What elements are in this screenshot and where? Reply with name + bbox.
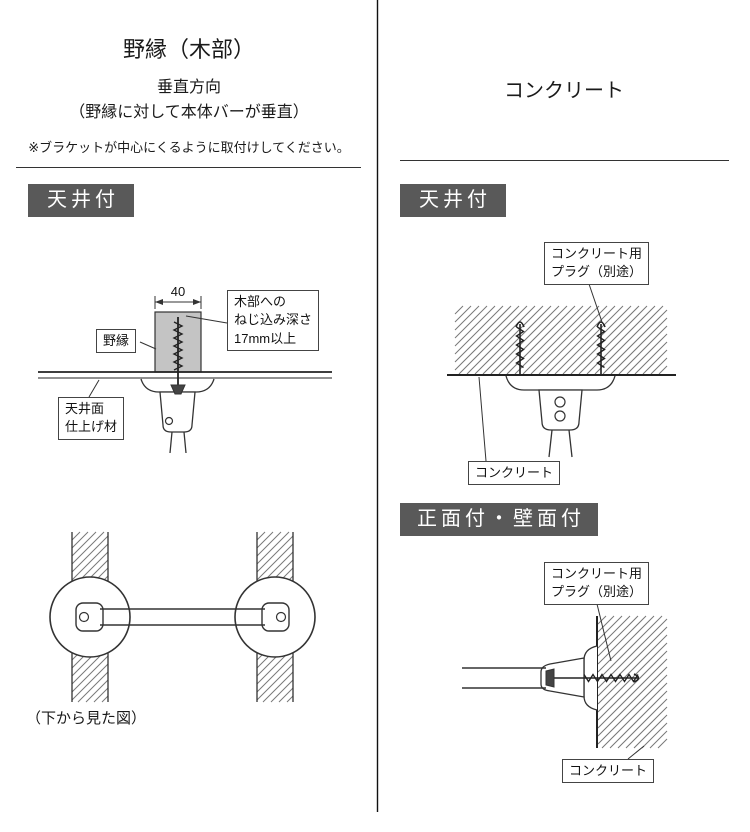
- right-column-title: コンクリート: [504, 80, 624, 102]
- leader-concrete: [478, 376, 487, 462]
- concrete-plug-label-box-ceiling: コンクリート用 プラグ（別途）: [544, 242, 650, 285]
- ceiling-finish-label-box: 天井面 仕上げ材: [58, 397, 125, 440]
- left-note: ※ブラケットが中心にくるように取付けしてください。: [28, 140, 350, 155]
- bottom-view-diagram: [49, 531, 316, 703]
- leader-ceiling-finish: [88, 379, 100, 398]
- concrete-wall-diagram: [462, 603, 668, 760]
- concrete-hatch: [597, 615, 668, 749]
- bracket-flange: [505, 375, 616, 391]
- anchor-cap: [515, 321, 525, 328]
- wall-screw-head: [545, 668, 555, 688]
- nobuchi-label-box: 野縁: [96, 329, 137, 354]
- bottom-view-caption: （下から見た図）: [26, 710, 147, 727]
- front-wall-mount-badge: 正面付・壁面付: [400, 503, 598, 536]
- bracket-body: [159, 391, 196, 433]
- bracket-socket-right: [261, 602, 290, 632]
- wall-screw-cap: [633, 673, 640, 683]
- left-subtitle-direction: 垂直方向: [156, 79, 221, 96]
- bolt-hole: [554, 396, 566, 408]
- anchor-thread: [515, 326, 525, 369]
- bracket-detail-hole: [164, 416, 174, 426]
- concrete-plug-label-box-wall: コンクリート用 プラグ（別途）: [544, 562, 650, 605]
- ceiling-mount-badge-right: 天井付: [400, 184, 506, 217]
- dim-arrow-right: [193, 299, 201, 305]
- left-column-title: 野縁（木部）: [122, 37, 255, 62]
- leader-concrete: [627, 745, 645, 760]
- dim-arrow-left: [155, 299, 163, 305]
- left-subtitle-detail: （野縁に対して本体バーが垂直）: [69, 104, 309, 121]
- concrete-label-box-ceiling: コンクリート: [468, 461, 561, 486]
- bar-clamp-left: [548, 429, 553, 458]
- bar-clamp-right: [568, 429, 573, 458]
- concrete-ceiling-diagram: [447, 283, 676, 462]
- concrete-label-box-wall: コンクリート: [562, 759, 655, 784]
- bracket-body: [538, 389, 583, 431]
- anchor-cap: [596, 321, 606, 328]
- wood-depth-label-box: 木部への ねじ込み深さ 17mm以上: [227, 290, 320, 352]
- leader-plug: [588, 283, 603, 323]
- bar-clamp-right: [183, 431, 187, 454]
- wall-screw-thread: [583, 673, 639, 683]
- bar-clamp-left: [169, 431, 173, 454]
- anchor-thread: [596, 326, 606, 369]
- wood-cross-section-diagram: 40: [38, 284, 332, 454]
- bolt-hole: [554, 410, 566, 422]
- ceiling-mount-badge-left: 天井付: [28, 184, 134, 217]
- leader-nobuchi: [139, 341, 157, 350]
- dimension-value: 40: [171, 284, 185, 299]
- concrete-hatch: [454, 305, 668, 375]
- bracket-socket-left: [75, 602, 104, 632]
- leader-plug: [596, 603, 612, 662]
- screw-thread: [172, 321, 184, 371]
- socket-pin-left: [78, 611, 90, 623]
- screw-head: [170, 384, 186, 395]
- socket-pin-right: [275, 611, 287, 623]
- leader-wood-depth: [185, 315, 228, 324]
